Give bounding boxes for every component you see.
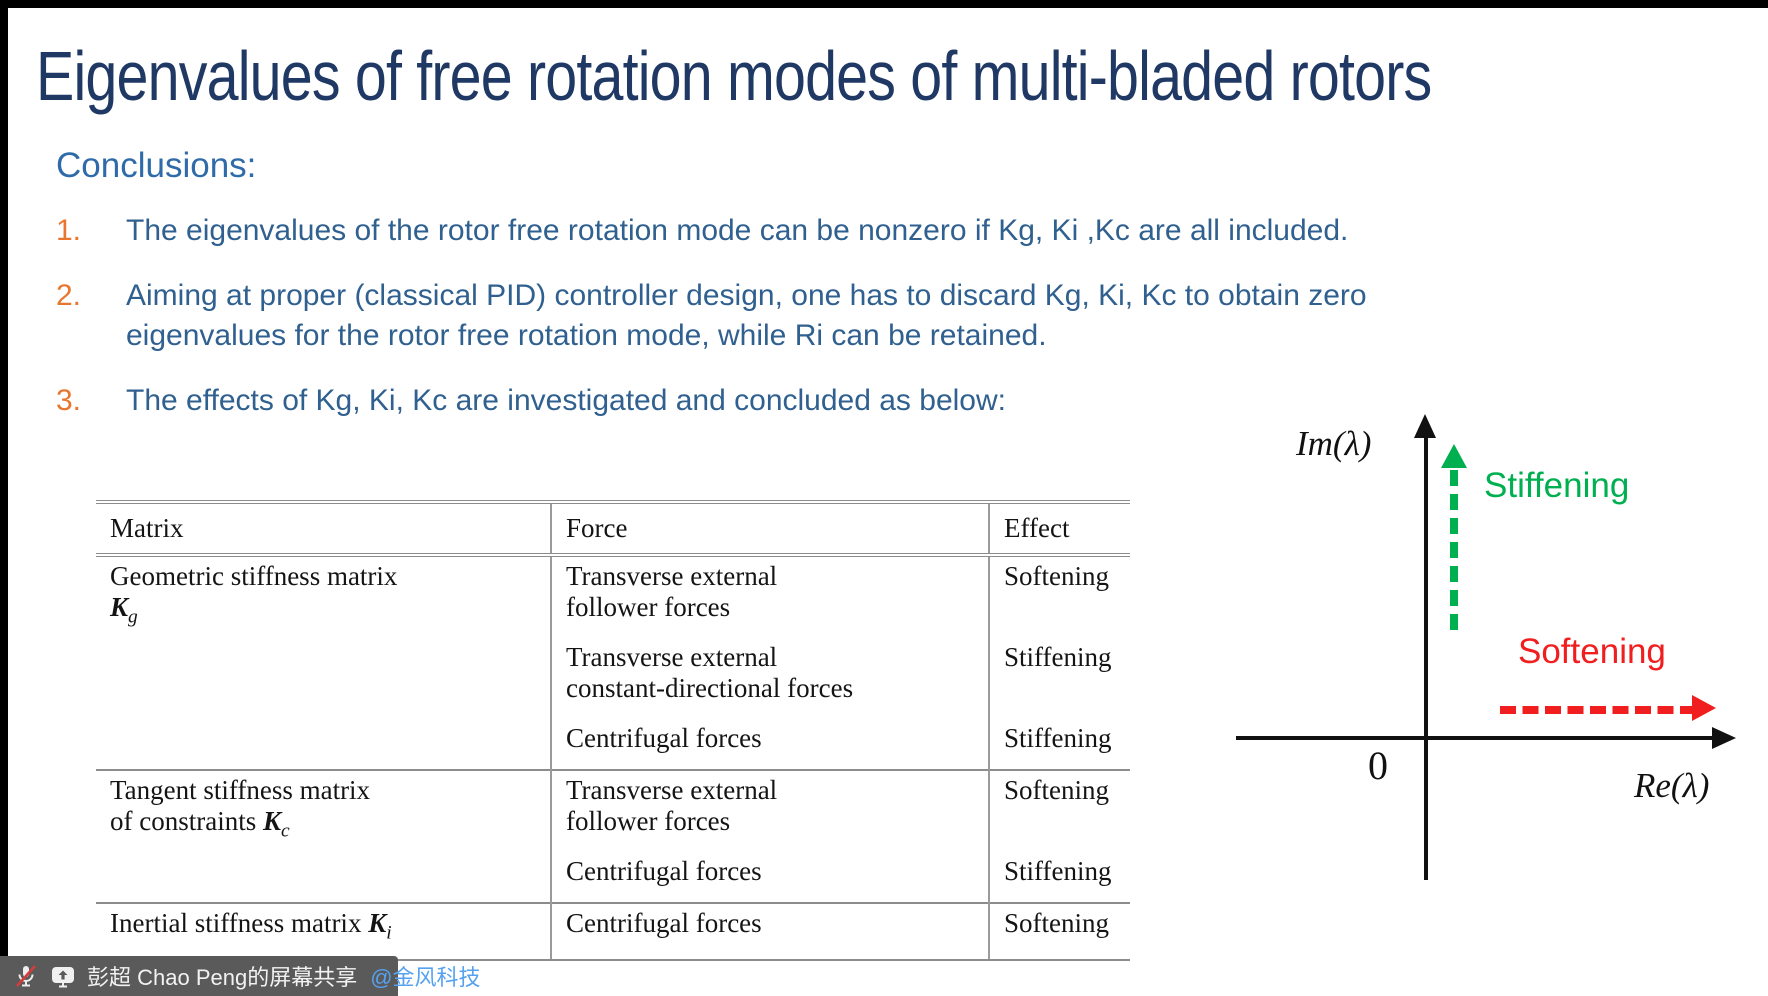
screen-share-bar: 彭超 Chao Peng的屏幕共享 @金风科技 [0,956,481,996]
table-header-row: Matrix Force Effect [96,500,1130,557]
share-bar-text: 彭超 Chao Peng的屏幕共享 [87,965,358,990]
force-cell: Centrifugal forces [550,852,990,903]
imaginary-axis-label: Im(λ) [1296,424,1372,463]
softening-arrow-head [1692,695,1716,721]
col-header-matrix: Matrix [96,500,551,557]
table-row: Inertial stiffness matrix Ki Centrifugal… [96,901,1130,962]
table-row: Geometric stiffness matrix Kg Transverse… [96,555,1130,638]
stiffening-label: Stiffening [1484,466,1630,505]
force-cell: Transverse external follower forces [550,555,990,638]
slide-title: Eigenvalues of free rotation modes of mu… [36,37,1432,115]
softening-arrow [1500,706,1696,714]
table-row: Centrifugal forces Stiffening [96,852,1130,903]
real-axis-arrowhead [1712,727,1736,749]
matrix-name: Tangent stiffness matrix [110,775,371,805]
force-cell: Transverse external follower forces [550,769,990,852]
col-header-effect: Effect [989,500,1130,557]
list-number: 3. [56,384,82,417]
list-item-text: Aiming at proper (classical PID) control… [126,279,1367,352]
list-item-3: 3. The effects of Kg, Ki, Kc are investi… [56,381,1676,421]
table-row: Centrifugal forces Stiffening [96,719,1130,770]
list-item-text: The eigenvalues of the rotor free rotati… [126,214,1349,247]
col-header-force: Force [550,500,990,557]
effect-cell: Stiffening [1004,642,1112,672]
effect-cell: Softening [989,769,1130,852]
softening-label: Softening [1518,632,1666,671]
force-cell: Transverse external constant-directional… [550,638,990,719]
table-row: Tangent stiffness matrix of constraints … [96,769,1130,903]
stiffness-effects-table: Matrix Force Effect Geometric stiffness … [96,500,1130,962]
effect-cell: Softening [1004,561,1109,591]
origin-label: 0 [1368,743,1388,788]
effect-cell: Softening [989,901,1130,962]
matrix-cell-ki: Inertial stiffness matrix Ki [96,901,551,962]
list-item-2: 2. Aiming at proper (classical PID) cont… [56,276,1676,356]
list-number: 2. [56,279,82,312]
matrix-cell-kc: Tangent stiffness matrix of constraints … [96,769,551,903]
matrix-symbol: Kg [110,592,138,628]
list-item-text: The effects of Kg, Ki, Kc are investigat… [126,384,1006,417]
list-item-1: 1. The eigenvalues of the rotor free rot… [56,211,1676,251]
stiffening-arrow-head [1441,444,1467,468]
force-cell: Centrifugal forces [550,719,990,770]
imaginary-axis [1424,436,1428,880]
conclusions-heading: Conclusions: [56,146,257,185]
real-axis-label: Re(λ) [1634,766,1710,805]
conclusions-section: Conclusions: 1. The eigenvalues of the r… [56,146,1676,421]
matrix-cell-kg: Geometric stiffness matrix Kg [96,555,551,770]
force-cell: Centrifugal forces [550,901,990,962]
effect-cell: Stiffening [1004,723,1112,753]
list-number: 1. [56,214,82,247]
table-row: Transverse external constant-directional… [96,638,1130,719]
muted-microphone-icon [16,965,36,987]
left-black-border [0,0,8,996]
matrix-name: Geometric stiffness matrix [110,561,398,591]
effect-cell: Stiffening [1004,856,1112,886]
stiffening-arrow [1450,470,1458,630]
share-bar-mention-link[interactable]: @金风科技 [370,965,481,990]
top-black-border [0,0,1768,8]
matrix-symbol: of constraints Kc [110,806,290,842]
screen-share-icon [52,967,74,988]
imaginary-axis-arrowhead [1414,414,1436,438]
real-axis [1236,736,1718,740]
